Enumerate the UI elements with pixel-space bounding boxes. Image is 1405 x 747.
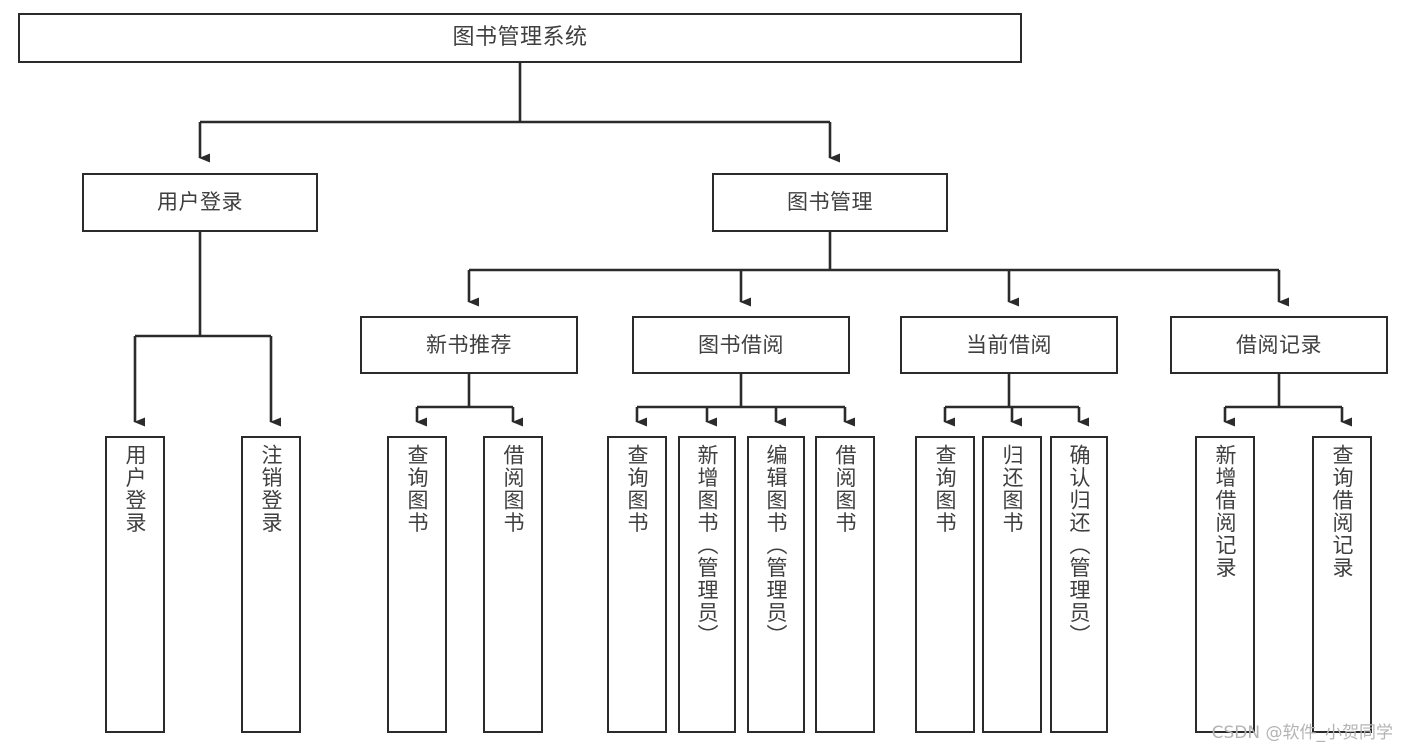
node-leaf-confirm-return-label: 确认归还（管理员） <box>1067 444 1092 647</box>
node-leaf-user-login[interactable]: 用户登录 <box>105 436 165 733</box>
node-new-book-recommend[interactable]: 新书推荐 <box>360 316 578 374</box>
node-leaf-confirm-return[interactable]: 确认归还（管理员） <box>1050 436 1108 733</box>
node-leaf-add-book[interactable]: 新增图书（管理员） <box>678 436 736 733</box>
node-user-login-label: 用户登录 <box>157 190 243 215</box>
node-book-borrow[interactable]: 图书借阅 <box>632 316 850 374</box>
node-leaf-user-login-label: 用户登录 <box>123 444 148 534</box>
node-leaf-add-book-label: 新增图书（管理员） <box>695 444 720 647</box>
node-leaf-add-record[interactable]: 新增借阅记录 <box>1195 436 1255 733</box>
node-leaf-logout-label: 注销登录 <box>259 444 284 534</box>
node-leaf-query-record[interactable]: 查询借阅记录 <box>1312 436 1372 733</box>
node-book-borrow-label: 图书借阅 <box>698 332 784 357</box>
node-leaf-logout[interactable]: 注销登录 <box>241 436 301 733</box>
node-leaf-query-book-3[interactable]: 查询图书 <box>915 436 975 733</box>
node-borrow-record[interactable]: 借阅记录 <box>1170 316 1388 374</box>
node-leaf-query-book-2[interactable]: 查询图书 <box>607 436 667 733</box>
node-leaf-borrow-book-2-label: 借阅图书 <box>833 444 858 534</box>
node-book-manage[interactable]: 图书管理 <box>712 173 948 232</box>
node-borrow-record-label: 借阅记录 <box>1236 332 1322 357</box>
node-leaf-return-book-label: 归还图书 <box>1000 444 1025 534</box>
node-user-login[interactable]: 用户登录 <box>82 173 318 232</box>
node-root[interactable]: 图书管理系统 <box>18 13 1022 63</box>
node-leaf-borrow-book-1[interactable]: 借阅图书 <box>483 436 543 733</box>
node-leaf-query-book-3-label: 查询图书 <box>933 444 958 534</box>
node-leaf-query-record-label: 查询借阅记录 <box>1330 444 1355 579</box>
node-leaf-query-book-1-label: 查询图书 <box>405 444 430 534</box>
node-new-book-recommend-label: 新书推荐 <box>426 332 512 357</box>
node-leaf-add-record-label: 新增借阅记录 <box>1213 444 1238 579</box>
node-current-borrow-label: 当前借阅 <box>966 332 1052 357</box>
node-leaf-query-book-1[interactable]: 查询图书 <box>387 436 447 733</box>
node-current-borrow[interactable]: 当前借阅 <box>900 316 1118 374</box>
node-leaf-borrow-book-1-label: 借阅图书 <box>501 444 526 534</box>
node-leaf-return-book[interactable]: 归还图书 <box>982 436 1042 733</box>
node-root-label: 图书管理系统 <box>452 25 588 51</box>
node-leaf-edit-book[interactable]: 编辑图书（管理员） <box>747 436 805 733</box>
watermark: CSDN @软件_小贺同学 <box>1211 723 1393 743</box>
node-leaf-query-book-2-label: 查询图书 <box>625 444 650 534</box>
node-book-manage-label: 图书管理 <box>787 190 873 215</box>
node-leaf-borrow-book-2[interactable]: 借阅图书 <box>815 436 875 733</box>
node-leaf-edit-book-label: 编辑图书（管理员） <box>764 444 789 647</box>
